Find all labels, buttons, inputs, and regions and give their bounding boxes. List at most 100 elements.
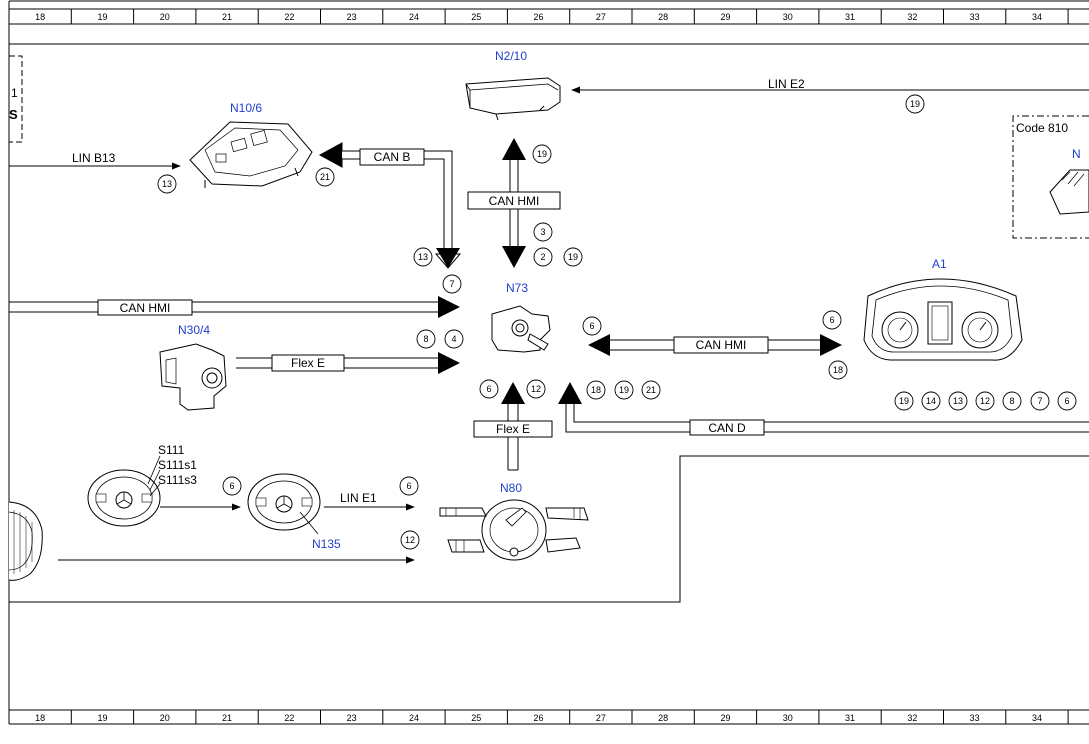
circle-marker-can-d-up: 18	[586, 380, 606, 400]
circle-number: 18	[833, 365, 843, 375]
lin-e2-label: LIN E2	[768, 77, 805, 91]
circle-number: 6	[589, 321, 594, 331]
steering-wheel-s111: S111 S111s1 S111s3	[87, 443, 197, 527]
ruler-bottom-label-21: 21	[222, 713, 232, 723]
circle-marker-can-b-down: 13	[413, 247, 433, 267]
code-810-box: Code 810 N	[1012, 115, 1089, 239]
circle-number: 19	[537, 149, 547, 159]
lin-e2-connection: LIN E2	[571, 77, 1089, 94]
circle-number: 6	[229, 481, 234, 491]
circle-marker-can-hmi-left: 7	[442, 274, 462, 294]
ruler-top-label-18: 18	[35, 12, 45, 22]
ruler-top-label-27: 27	[596, 12, 606, 22]
ruler-top-label-29: 29	[720, 12, 730, 22]
circle-number: 8	[1009, 396, 1014, 406]
circle-number: 3	[540, 227, 545, 237]
circle-marker-right-row: 8	[1002, 391, 1022, 411]
code-810-label: Code 810	[1016, 121, 1068, 135]
n30-4-label: N30/4	[178, 323, 210, 337]
circle-marker-can-b: 21	[315, 167, 335, 187]
circle-marker-lin-e2: 19	[905, 94, 925, 114]
ruler-bottom-label-30: 30	[783, 713, 793, 723]
circle-number: 6	[406, 481, 411, 491]
circle-marker-hmi-down: 3	[533, 222, 553, 242]
circle-number: 7	[1037, 396, 1042, 406]
circle-marker-a1-right-bottom: 18	[828, 360, 848, 380]
n73-module: N73	[491, 281, 551, 353]
a1-label: A1	[932, 257, 947, 271]
ruler-top-label-19: 19	[97, 12, 107, 22]
lin-e1-label: LIN E1	[340, 491, 377, 505]
n135-label: N135	[312, 537, 341, 551]
n10-6-module: N10/6	[189, 101, 313, 188]
circle-number: 13	[162, 179, 172, 189]
circle-number: 13	[953, 396, 963, 406]
ruler-bottom-label-31: 31	[845, 713, 855, 723]
circle-number: 6	[1064, 396, 1069, 406]
circle-marker-right-row: 19	[894, 391, 914, 411]
circle-marker-hmi-down: 2	[533, 247, 553, 267]
ruler-bottom-label-28: 28	[658, 713, 668, 723]
ruler-top-label-28: 28	[658, 12, 668, 22]
circle-marker-right-row: 12	[975, 391, 995, 411]
circle-marker-lin-e1: 6	[399, 476, 419, 496]
switch-label-s111s1: S111s1	[158, 458, 197, 472]
n80-label: N80	[500, 481, 522, 495]
circle-number: 18	[591, 385, 601, 395]
circle-number: 19	[910, 99, 920, 109]
circle-marker-right-row: 7	[1030, 391, 1050, 411]
circle-number: 21	[646, 385, 656, 395]
ruler-bottom-label-19: 19	[97, 713, 107, 723]
ruler-top-label-32: 32	[907, 12, 917, 22]
switch-label-s111s3: S111s3	[158, 473, 197, 487]
ruler-bottom-label-23: 23	[347, 713, 357, 723]
circle-number: 6	[829, 315, 834, 325]
ruler-top-label-34: 34	[1032, 12, 1042, 22]
circle-number: 12	[980, 396, 990, 406]
can-b-connection: CAN B	[318, 142, 462, 269]
ruler-top-label-22: 22	[284, 12, 294, 22]
circle-number: 14	[926, 396, 936, 406]
circle-marker-hmi-up: 19	[532, 144, 552, 164]
ruler-bottom-label-34: 34	[1032, 713, 1042, 723]
flex-e-bottom-connection: Flex E	[473, 382, 553, 471]
left-fragment-1: 1	[11, 86, 18, 100]
n73-label: N73	[506, 281, 528, 295]
can-hmi-vertical-connection: CAN HMI	[467, 138, 561, 268]
ruler-bottom-label-25: 25	[471, 713, 481, 723]
circle-number: 7	[449, 279, 454, 289]
circle-number: 13	[418, 252, 428, 262]
circle-number: 4	[451, 334, 456, 344]
n10-6-label: N10/6	[230, 101, 262, 115]
circle-number: 21	[320, 172, 330, 182]
ruler-top-label-33: 33	[970, 12, 980, 22]
circle-marker-s111-out: 6	[222, 476, 242, 496]
circle-marker-right-row: 14	[921, 391, 941, 411]
ruler-top-label-26: 26	[534, 12, 544, 22]
ruler-top-label-24: 24	[409, 12, 419, 22]
ruler-top-label-21: 21	[222, 12, 232, 22]
ruler-bottom-label-26: 26	[534, 713, 544, 723]
can-hmi-right-label: CAN HMI	[696, 338, 747, 352]
ruler-bottom-label-33: 33	[970, 713, 980, 723]
circle-marker-a1-right-top: 6	[822, 310, 842, 330]
circle-marker-right-row: 13	[948, 391, 968, 411]
circle-number: 12	[531, 384, 541, 394]
ruler-bottom-label-32: 32	[907, 713, 917, 723]
lin-b13-connection: LIN B13	[9, 151, 181, 170]
circle-marker-can-d-up: 21	[641, 380, 661, 400]
lin-e1-connection: LIN E1	[324, 491, 415, 511]
circle-marker-a1-left: 6	[582, 316, 602, 336]
circle-marker-can-d-up: 19	[614, 380, 634, 400]
ruler-bottom-label-27: 27	[596, 713, 606, 723]
ruler-top-label-20: 20	[160, 12, 170, 22]
ruler-bottom-label-29: 29	[720, 713, 730, 723]
switch-label-s111: S111	[158, 443, 185, 457]
a1-instrument-cluster: A1	[863, 257, 1023, 361]
ruler-top-label-31: 31	[845, 12, 855, 22]
can-hmi-right-connection: CAN HMI	[588, 334, 842, 356]
